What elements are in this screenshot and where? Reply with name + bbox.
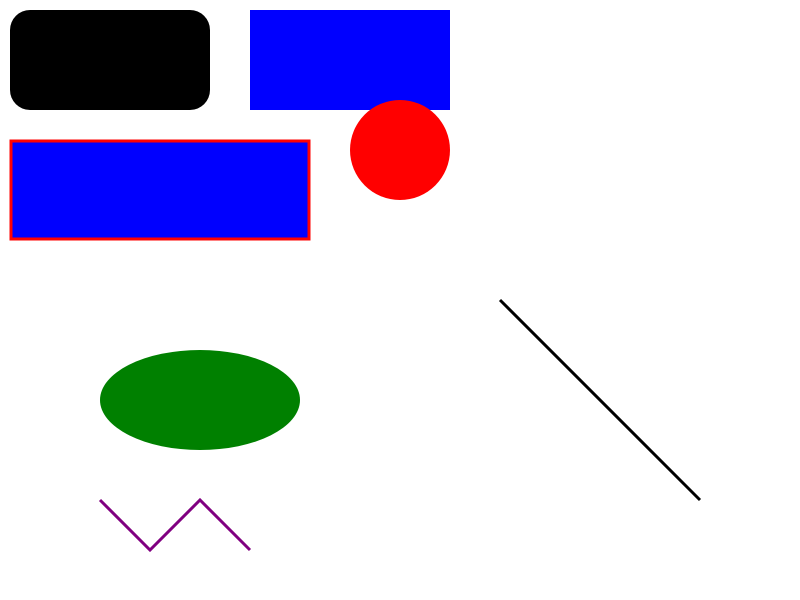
blue-rectangle-red-border bbox=[11, 141, 309, 239]
black-diagonal-line bbox=[498, 298, 702, 502]
black-rounded-rectangle bbox=[10, 10, 210, 110]
purple-zigzag-line bbox=[98, 497, 252, 553]
blue-rectangle-top bbox=[250, 10, 450, 110]
blue-rectangle-border-outline bbox=[9, 139, 311, 241]
green-ellipse bbox=[100, 350, 300, 450]
red-circle bbox=[350, 100, 450, 200]
